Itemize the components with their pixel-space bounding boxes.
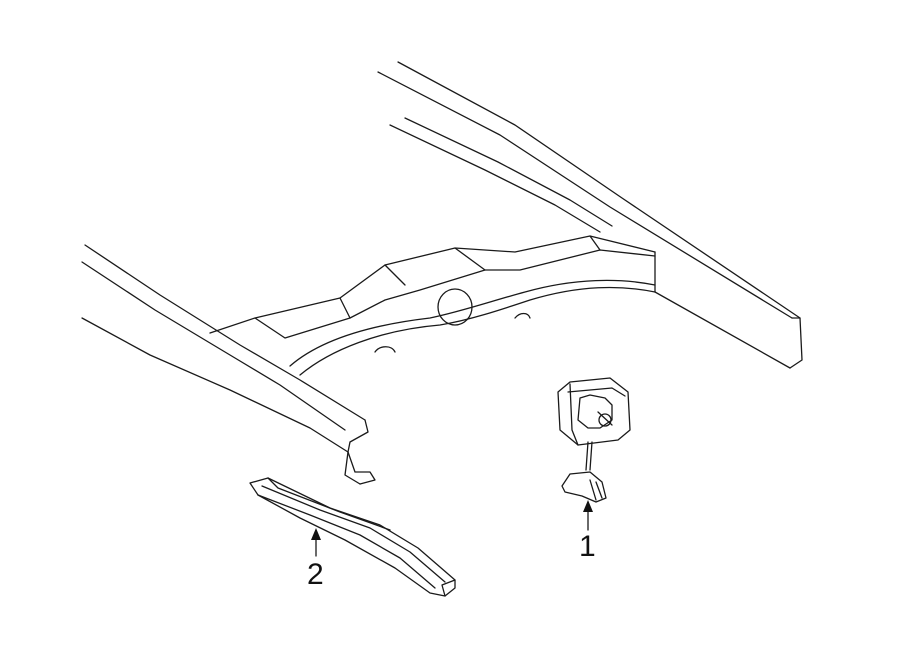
callout-2-number: 2 [307, 558, 324, 591]
callout-1-number: 1 [579, 530, 596, 563]
left-frame-rail [81, 244, 376, 485]
callout-2: 2 [307, 528, 324, 591]
right-frame-rail [377, 61, 803, 369]
spare-tire-hoist [557, 377, 631, 503]
callout-1: 1 [579, 500, 596, 563]
callout-1-arrowhead [583, 500, 593, 512]
crossmember [209, 235, 656, 376]
rail-shield [249, 477, 456, 597]
callout-2-arrowhead [311, 528, 321, 540]
